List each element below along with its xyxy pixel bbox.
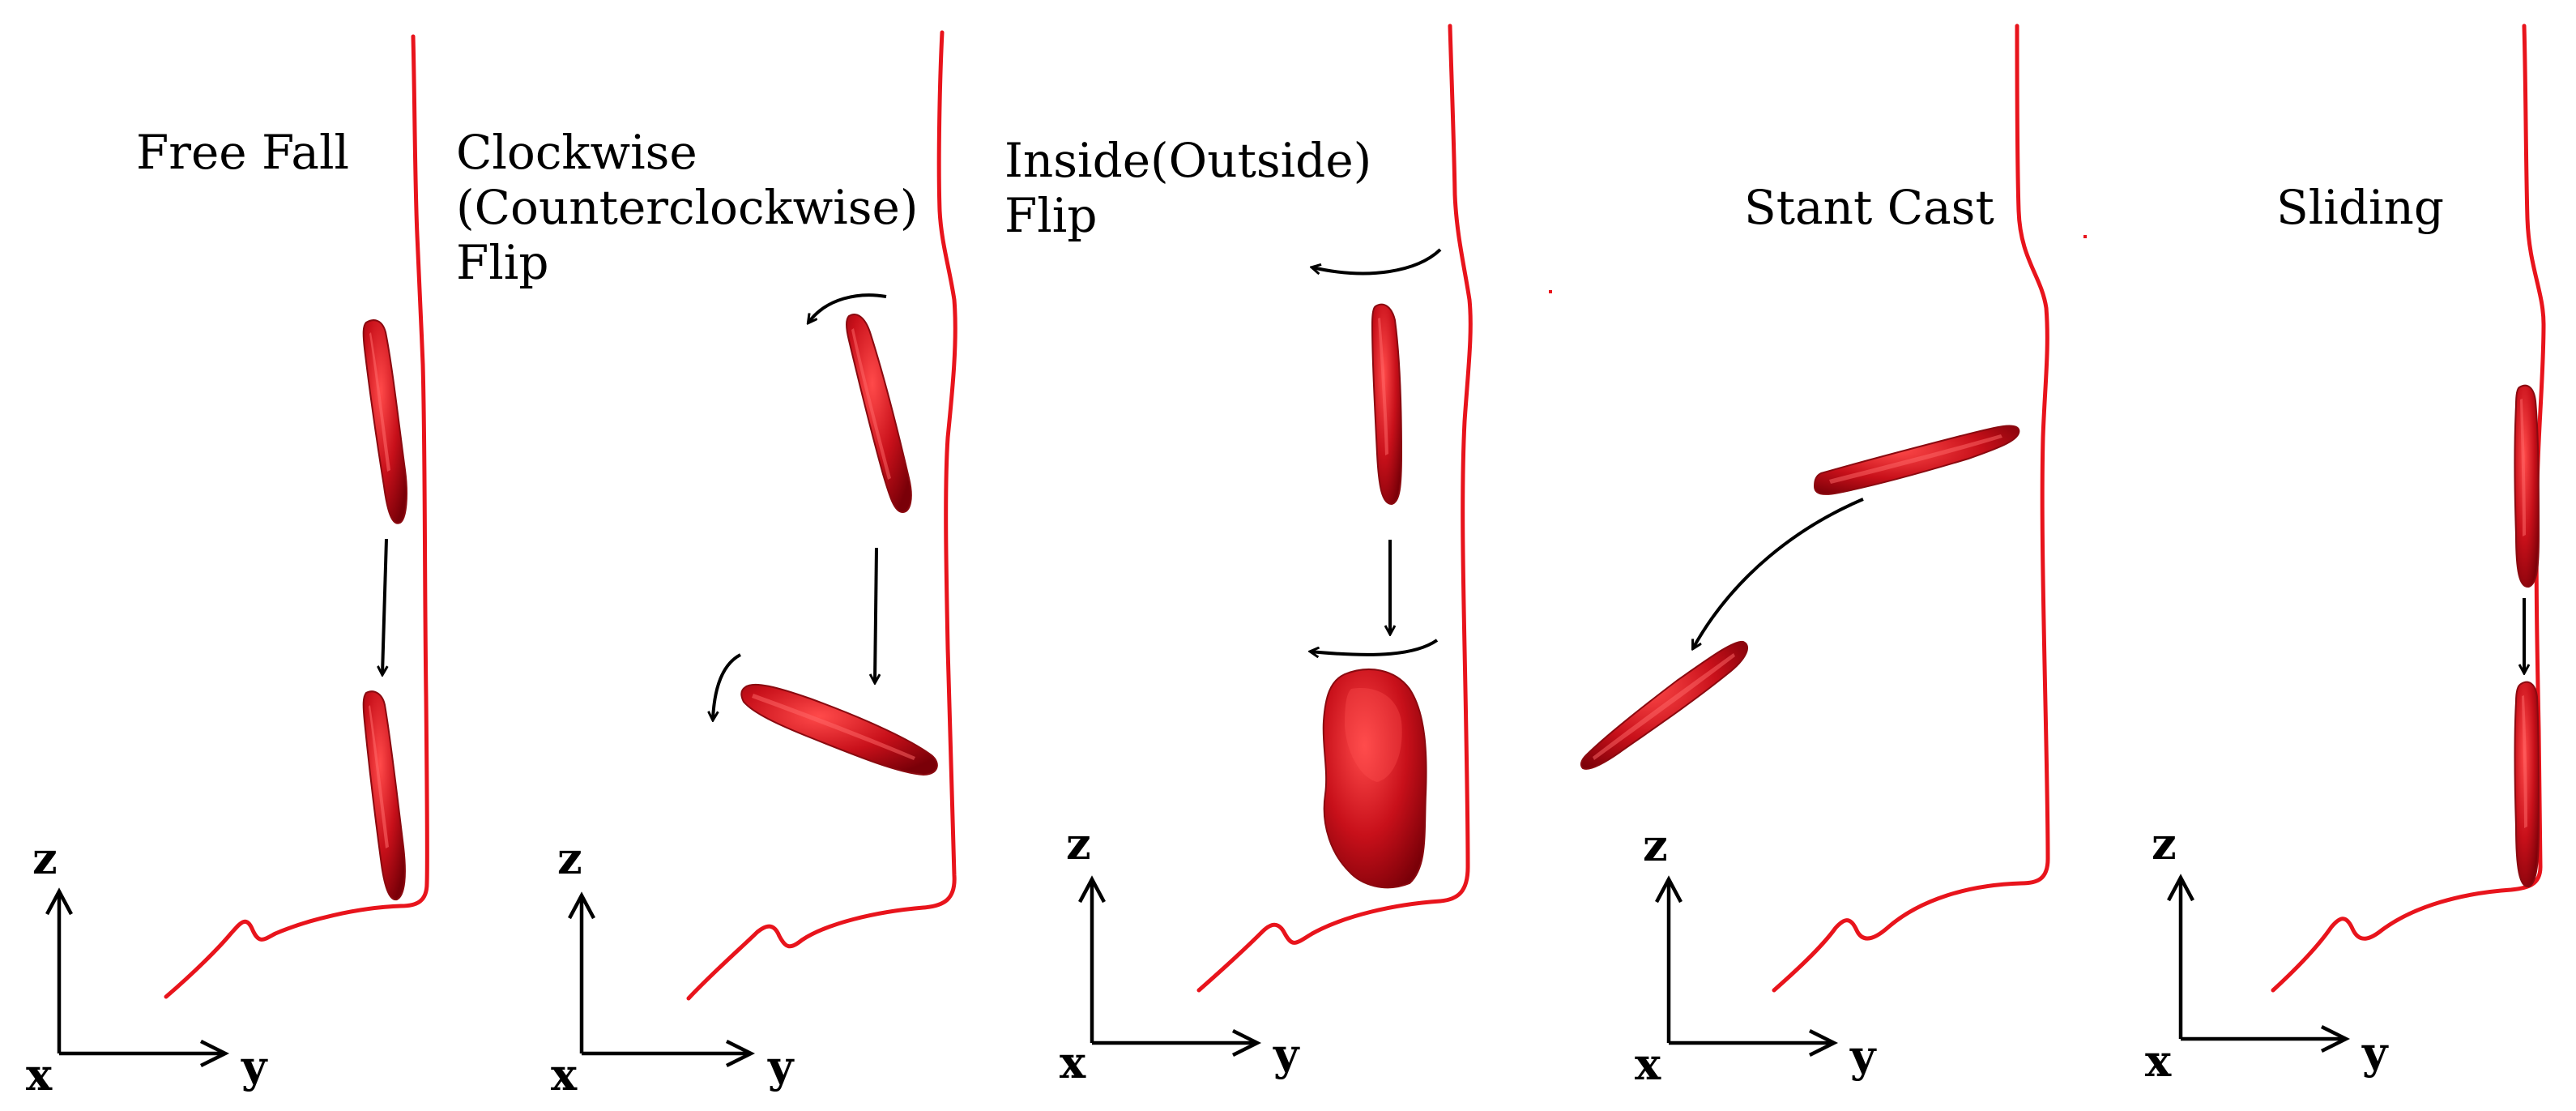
- axis-label-x: x: [551, 1049, 578, 1100]
- panel-sliding: Sliding z x y: [2145, 24, 2546, 1087]
- axis-label-y: y: [1273, 1028, 1300, 1080]
- motion-arrow: [382, 538, 386, 674]
- red-blood-cell: [2514, 384, 2540, 588]
- red-blood-cell: [362, 690, 406, 901]
- panel-title-line: Inside(Outside): [1004, 133, 1371, 188]
- axis-label-x: x: [26, 1049, 53, 1100]
- rotation-arrow: [713, 653, 742, 720]
- panel-title-line: (Counterclockwise): [456, 180, 918, 235]
- axis-label-z: z: [32, 832, 58, 884]
- axis-label-y: y: [1849, 1030, 1877, 1082]
- motion-arrow: [1693, 498, 1864, 648]
- coordinate-axes: z x y: [551, 832, 795, 1100]
- axis-label-y: y: [2361, 1027, 2389, 1079]
- rotation-arrow: [808, 293, 887, 323]
- panel-free-fall: Free Fall z x y: [26, 34, 429, 1100]
- vessel-wall: [1772, 24, 2050, 993]
- axis-label-x: x: [1060, 1036, 1086, 1088]
- rotation-arrow: [1312, 248, 1442, 276]
- coordinate-axes: z x y: [2145, 818, 2389, 1087]
- panel-stant-cast: Stant Cast z x y: [1549, 24, 2087, 1090]
- panel-title-stant-cast: Stant Cast: [1744, 180, 1994, 235]
- axis-label-x: x: [1635, 1038, 1661, 1090]
- vessel-wall: [2271, 24, 2546, 993]
- panel-title-clockwise-flip: Clockwise (Counterclockwise) Flip: [456, 125, 933, 290]
- panel-title-sliding: Sliding: [2276, 180, 2444, 235]
- panel-clockwise-flip: Clockwise (Counterclockwise) Flip z x y: [456, 30, 957, 1100]
- axis-label-z: z: [1066, 818, 1091, 870]
- vessel-wall: [164, 34, 429, 999]
- panel-title-line: Stant Cast: [1744, 180, 1994, 235]
- coordinate-axes: z x y: [1060, 818, 1300, 1088]
- panel-title-free-fall: Free Fall: [136, 125, 349, 180]
- coordinate-axes: z x y: [26, 832, 268, 1100]
- red-blood-cell: [1371, 303, 1403, 506]
- red-blood-cell: [1322, 669, 1427, 889]
- panel-title-inside-flip: Inside(Outside) Flip: [1004, 133, 1387, 243]
- axis-label-z: z: [1643, 819, 1668, 871]
- vessel-wall: [686, 30, 957, 1001]
- panel-title-line: Clockwise: [456, 125, 697, 180]
- panel-title-line: Sliding: [2276, 180, 2444, 235]
- panel-title-line: Free Fall: [136, 125, 349, 180]
- rotation-arrow: [1311, 639, 1439, 655]
- axis-label-x: x: [2145, 1035, 2172, 1087]
- vessel-wall: [1196, 24, 1473, 993]
- axis-label-z: z: [2152, 818, 2177, 870]
- panel-title-line: Flip: [1004, 188, 1097, 243]
- axis-label-y: y: [767, 1040, 795, 1092]
- panel-title-line: Flip: [456, 235, 548, 290]
- red-blood-cell: [362, 319, 407, 524]
- axis-label-y: y: [241, 1040, 268, 1092]
- coordinate-axes: z x y: [1635, 819, 1877, 1090]
- axis-label-z: z: [557, 832, 582, 884]
- motion-arrow: [875, 547, 876, 682]
- panel-inside-flip: Inside(Outside) Flip z x y: [1004, 24, 1473, 1088]
- red-blood-cell: [846, 314, 912, 514]
